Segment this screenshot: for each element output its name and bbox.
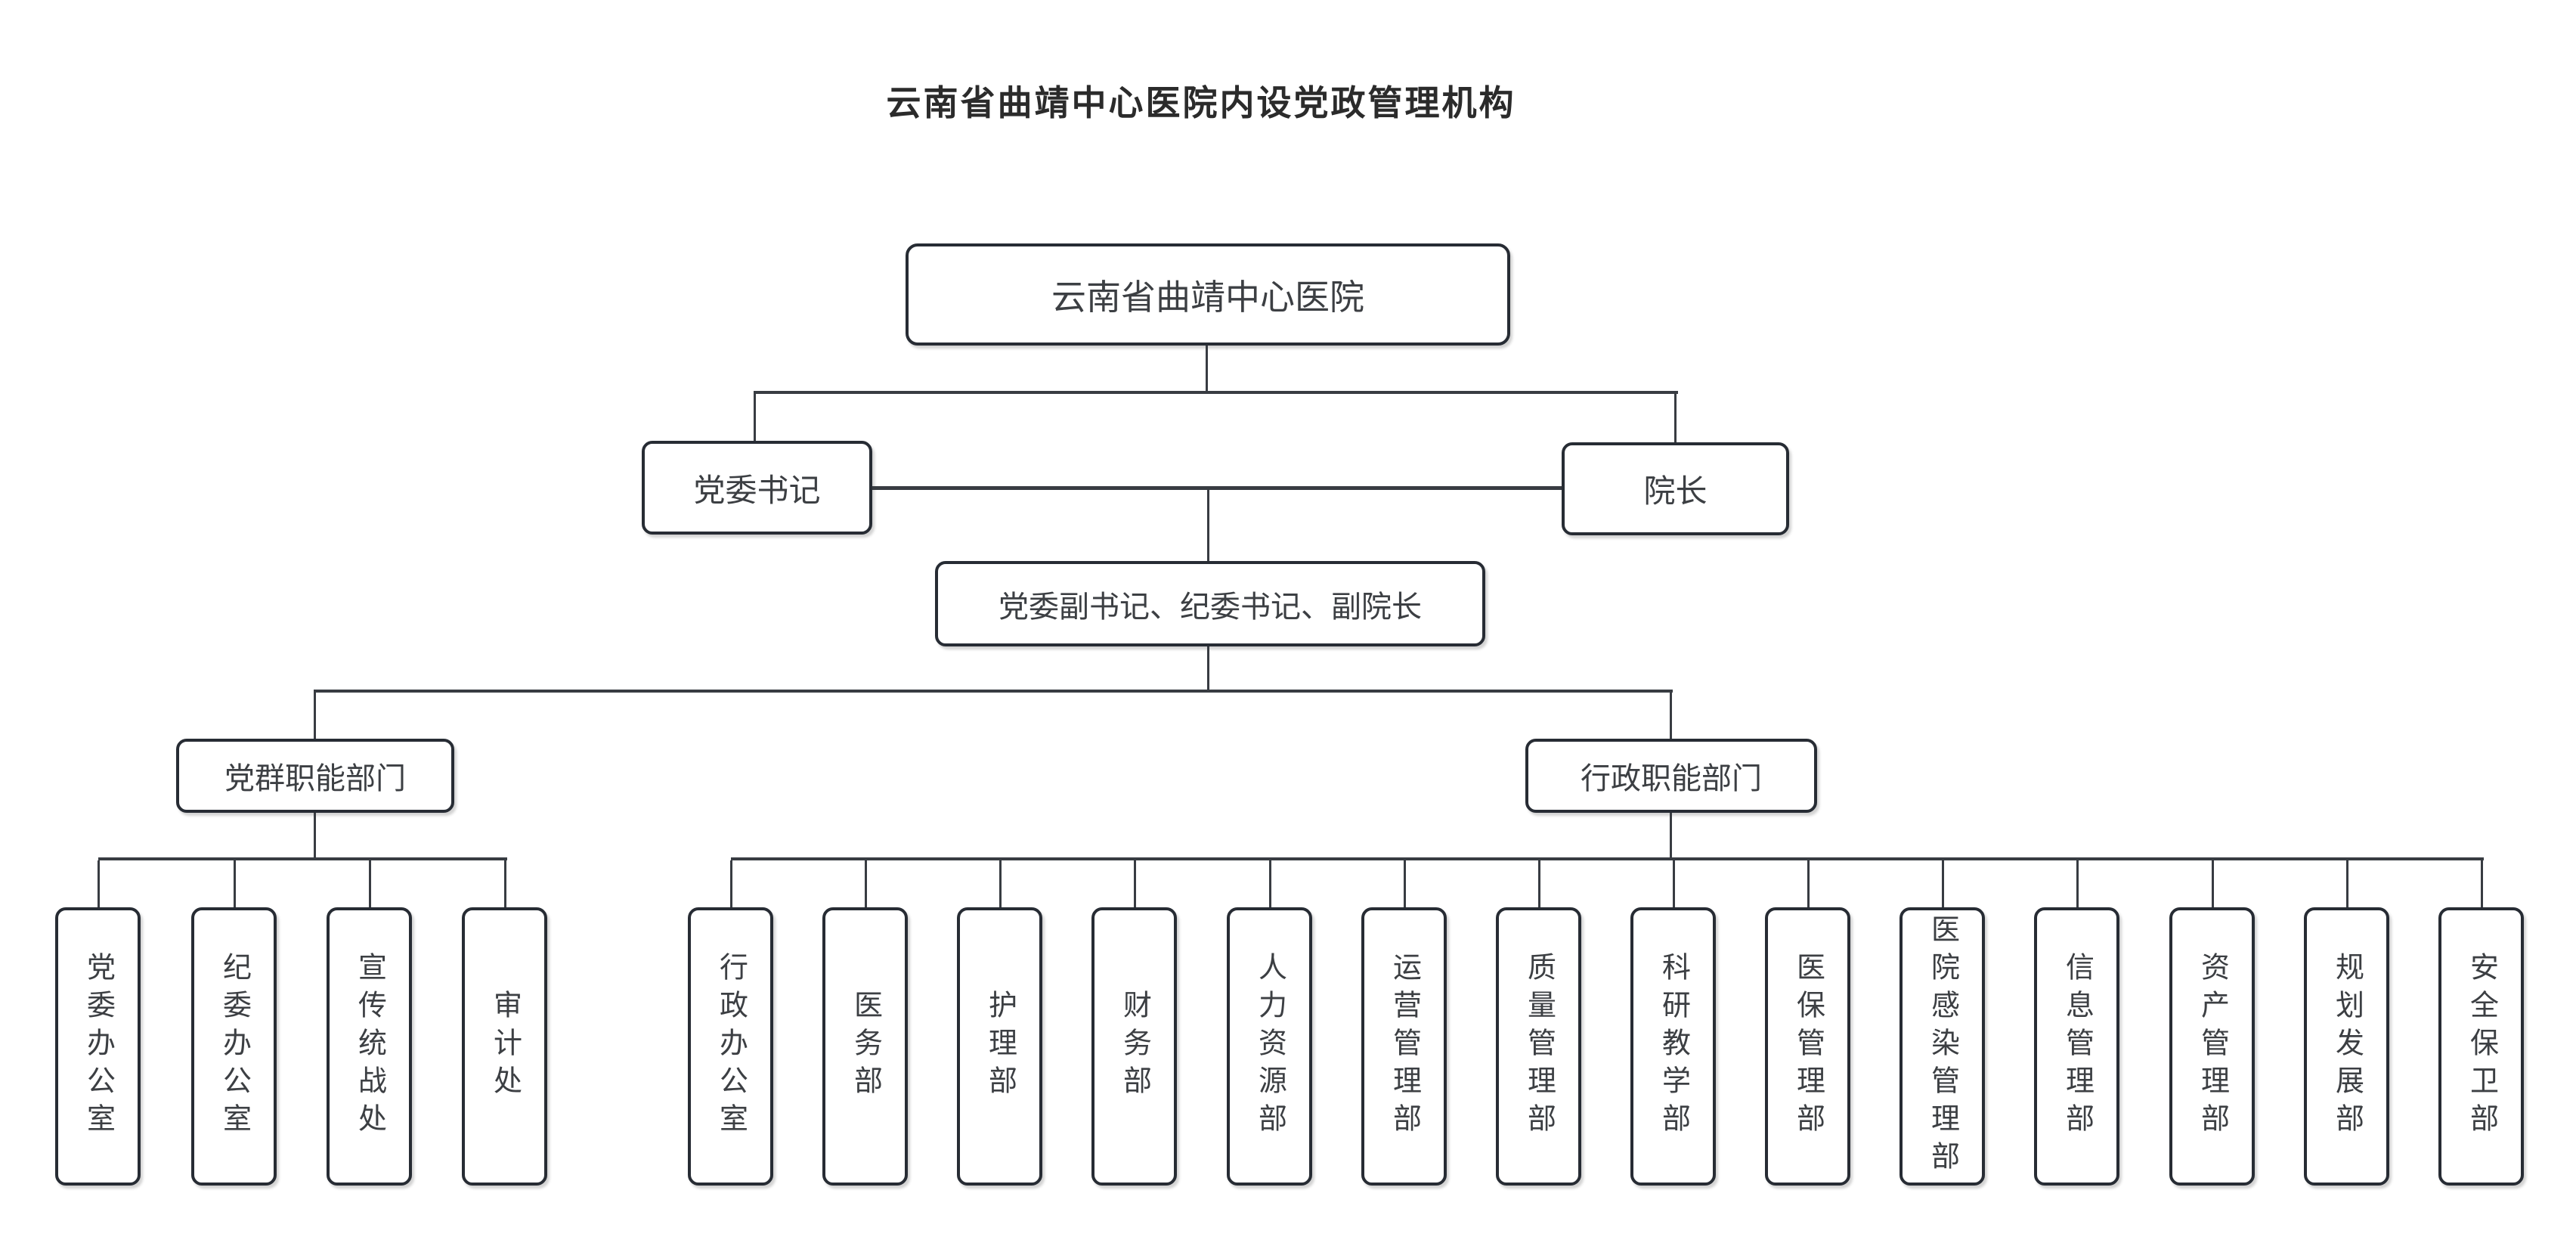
org-node-party-departments-group: 党群职能部门 [176, 739, 454, 813]
connector-line [1538, 860, 1540, 907]
connector-line [314, 813, 316, 859]
org-node-hospital-label: 云南省曲靖中心医院 [1051, 277, 1364, 317]
department-label: 财务部 [1118, 990, 1150, 1103]
department-box: 运营管理部 [1361, 907, 1447, 1186]
connector-line [1942, 860, 1944, 907]
org-node-party-departments-group-label: 党群职能部门 [224, 762, 406, 795]
department-label: 人力资源部 [1253, 952, 1286, 1141]
department-box: 科研教学部 [1630, 907, 1716, 1186]
connector-line [2346, 860, 2348, 907]
department-label: 规划发展部 [2330, 952, 2363, 1141]
org-node-deputy: 党委副书记、纪委书记、副院长 [935, 561, 1485, 646]
department-box: 医务部 [822, 907, 908, 1186]
diagram-title: 云南省曲靖中心医院内设党政管理机构 [886, 83, 1516, 122]
department-box: 资产管理部 [2169, 907, 2255, 1186]
department-label: 资产管理部 [2196, 952, 2228, 1141]
department-label: 运营管理部 [1388, 952, 1420, 1141]
connector-line [1207, 490, 1209, 561]
connector-line [1807, 860, 1810, 907]
connector-line [1206, 346, 1208, 392]
department-box: 质量管理部 [1496, 907, 1581, 1186]
connector-line [98, 860, 100, 907]
org-node-party-secretary: 党委书记 [642, 441, 872, 535]
department-label: 审计处 [488, 990, 521, 1103]
org-node-admin-departments-group-label: 行政职能部门 [1581, 762, 1762, 795]
department-label: 行政办公室 [714, 952, 747, 1141]
department-box: 宣传统战处 [327, 907, 412, 1186]
department-label: 医院感染管理部 [1926, 914, 1958, 1179]
connector-line [1404, 860, 1406, 907]
department-label: 科研教学部 [1657, 952, 1689, 1141]
department-label: 信息管理部 [2060, 952, 2093, 1141]
department-box: 人力资源部 [1227, 907, 1312, 1186]
connector-line [369, 860, 371, 907]
connector-line [2076, 860, 2079, 907]
connector-line [1670, 693, 1672, 739]
connector-line [504, 860, 506, 907]
department-box: 信息管理部 [2034, 907, 2119, 1186]
connector-line [1674, 394, 1677, 442]
org-node-hospital: 云南省曲靖中心医院 [906, 243, 1510, 346]
department-label: 纪委办公室 [218, 952, 250, 1141]
department-box: 财务部 [1091, 907, 1177, 1186]
connector-line [1207, 646, 1209, 691]
connector-line [1134, 860, 1136, 907]
department-label: 党委办公室 [82, 952, 114, 1141]
department-box: 医保管理部 [1765, 907, 1850, 1186]
connector-line [1670, 813, 1672, 859]
department-box: 行政办公室 [688, 907, 773, 1186]
department-box: 安全保卫部 [2438, 907, 2524, 1186]
connector-line [2481, 860, 2483, 907]
department-box: 审计处 [462, 907, 547, 1186]
connector-line [98, 857, 507, 860]
connector-line [314, 693, 316, 739]
connector-line [731, 857, 2484, 860]
connector-line [754, 391, 1678, 394]
connector-line [999, 860, 1002, 907]
department-box: 党委办公室 [55, 907, 141, 1186]
connector-line [1673, 860, 1675, 907]
org-node-president: 院长 [1562, 442, 1789, 535]
connector-line [234, 860, 236, 907]
connector-line [2212, 860, 2214, 907]
department-box: 医院感染管理部 [1899, 907, 1985, 1186]
department-box: 规划发展部 [2304, 907, 2389, 1186]
department-box: 护理部 [957, 907, 1042, 1186]
department-label: 医保管理部 [1791, 952, 1824, 1141]
department-label: 质量管理部 [1522, 952, 1555, 1141]
department-label: 护理部 [983, 990, 1016, 1103]
connector-line [314, 690, 1673, 693]
connector-line [1269, 860, 1271, 907]
connector-line [865, 860, 867, 907]
org-node-admin-departments-group: 行政职能部门 [1525, 739, 1817, 813]
connector-line [730, 860, 732, 907]
org-node-president-label: 院长 [1643, 473, 1708, 509]
department-label: 安全保卫部 [2465, 952, 2497, 1141]
department-box: 纪委办公室 [191, 907, 277, 1186]
org-node-deputy-label: 党委副书记、纪委书记、副院长 [999, 590, 1422, 624]
department-label: 宣传统战处 [353, 952, 385, 1141]
connector-line [754, 394, 756, 441]
connector-line [872, 486, 1562, 490]
department-label: 医务部 [849, 990, 881, 1103]
org-node-party-secretary-label: 党委书记 [693, 472, 821, 508]
